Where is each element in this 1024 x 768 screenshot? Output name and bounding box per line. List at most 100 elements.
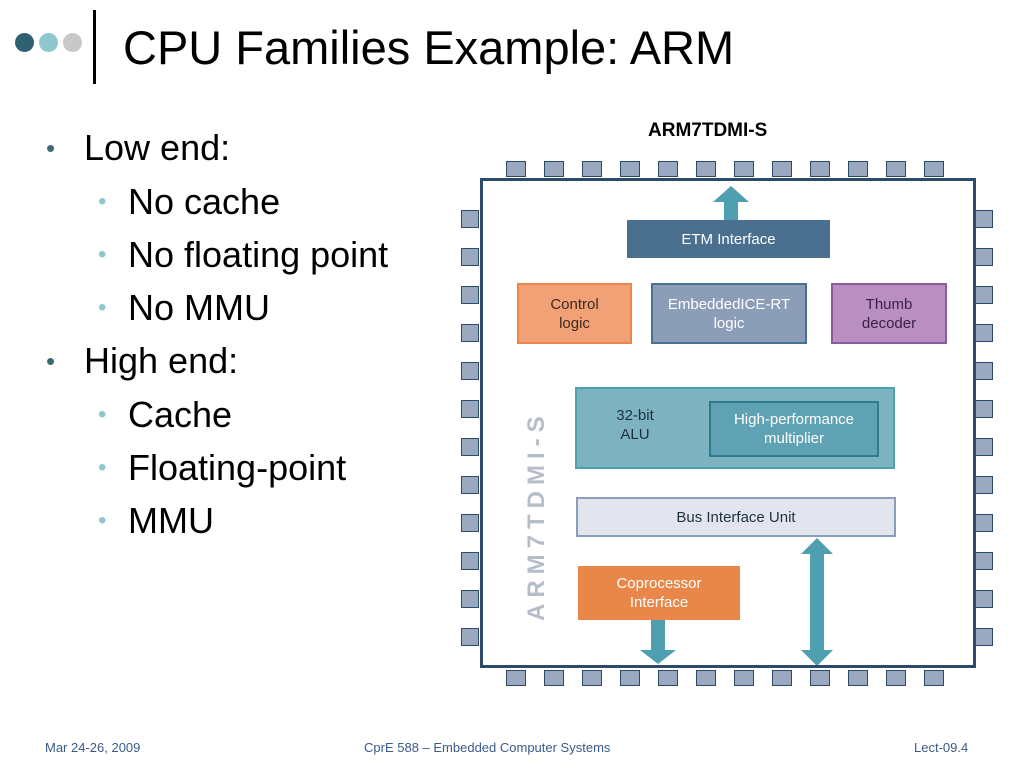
chip-pin	[810, 161, 830, 177]
footer-date: Mar 24-26, 2009	[45, 740, 141, 755]
control-logic-label-2: logic	[559, 314, 590, 332]
chip-pin	[975, 552, 993, 570]
coprocessor-down-arrow	[640, 620, 676, 664]
sub-bullet-dot: •	[98, 188, 107, 215]
bullet-text: Low end:	[84, 127, 231, 168]
logo-dots	[15, 33, 90, 55]
bullet-dot: •	[46, 346, 56, 376]
bus-interface-unit-block: Bus Interface Unit	[576, 497, 896, 537]
sub-bullet-text: Cache	[128, 394, 233, 435]
chip-pin	[886, 670, 906, 686]
chip-pin	[975, 210, 993, 228]
bus-bidirectional-arrow	[801, 538, 833, 665]
multiplier-label-1: High-performance	[733, 411, 855, 428]
chip-pin	[886, 161, 906, 177]
chip-pin	[975, 362, 993, 380]
chip-pin	[772, 670, 792, 686]
chip-pin	[461, 590, 479, 608]
chip-pin	[696, 161, 716, 177]
arrows-layer	[640, 186, 833, 665]
chip-pin	[810, 670, 830, 686]
thumb-decoder-block: Thumb decoder	[831, 283, 947, 344]
footer-lecture: Lect-09.4	[914, 740, 969, 755]
chip-pin	[975, 628, 993, 646]
chip-pin	[461, 324, 479, 342]
chip-pin	[848, 670, 868, 686]
sub-bullet-text: MMU	[128, 500, 214, 541]
chip-pin	[620, 161, 640, 177]
embeddedice-block: EmbeddedICE-RT logic	[651, 283, 807, 344]
chip-pin	[461, 628, 479, 646]
chip-diagram: ETM Interface Control logic EmbeddedICE-…	[458, 158, 995, 690]
chip-pin	[582, 670, 602, 686]
slide-title: CPU Families Example: ARM	[123, 21, 735, 74]
chip-pin	[620, 670, 640, 686]
etm-interface-block: ETM Interface	[627, 220, 830, 258]
bus-interface-unit-label: Bus Interface Unit	[676, 508, 796, 526]
chip-pin	[975, 248, 993, 266]
chip-pin	[658, 161, 678, 177]
alu-label-2: ALU	[620, 426, 650, 443]
dot-teal	[39, 33, 58, 52]
chip-pin	[506, 670, 526, 686]
chip-pin	[461, 476, 479, 494]
multiplier-label-2: multiplier	[763, 430, 824, 447]
chip-pin	[461, 286, 479, 304]
chip-pin	[461, 210, 479, 228]
chip-pin	[544, 161, 564, 177]
chip-pin	[772, 161, 792, 177]
chip-pin	[975, 286, 993, 304]
control-logic-label-1: Control	[550, 295, 599, 313]
sub-bullet-item: • MMU	[42, 498, 442, 551]
chip-pin	[506, 161, 526, 177]
sub-bullet-item: • Cache	[42, 392, 442, 445]
bullet-list: • Low end: • No cache • No floating point •…	[42, 125, 442, 551]
embeddedice-label-1: EmbeddedICE-RT	[667, 295, 791, 313]
chip-vertical-label: ARM7TDMI-S	[523, 410, 550, 621]
footer-course: CprE 588 – Embedded Computer Systems	[364, 740, 611, 755]
thumb-decoder-label-2: decoder	[861, 314, 917, 332]
bullet-dot: •	[46, 133, 56, 163]
chip-pin	[461, 438, 479, 456]
chip-pin	[461, 362, 479, 380]
sub-bullet-text: Floating-point	[128, 447, 347, 488]
chip-pin	[461, 400, 479, 418]
chip-pin	[975, 590, 993, 608]
chip-pin	[975, 514, 993, 532]
alu-label-1: 32-bit	[616, 407, 654, 424]
chip-pin	[461, 514, 479, 532]
chip-pin	[461, 248, 479, 266]
sub-bullet-dot: •	[98, 294, 107, 321]
title-divider	[93, 10, 96, 84]
sub-bullet-item: •No MMU	[42, 285, 442, 338]
coprocessor-label-2: Interface	[629, 594, 689, 611]
chip-pin	[734, 161, 754, 177]
control-logic-block: Control logic	[517, 283, 632, 344]
sub-bullet-item: • No floating point	[42, 232, 442, 285]
etm-interface-label: ETM Interface	[681, 230, 776, 248]
multiplier-block: High-performance multiplier	[709, 401, 879, 457]
chip-pin	[848, 161, 868, 177]
sub-bullet-dot: •	[98, 507, 107, 534]
embeddedice-label-2: logic	[713, 314, 745, 332]
sub-bullet-text: No cache	[128, 181, 281, 222]
sub-bullet-dot: •	[98, 241, 107, 268]
diagram-title: ARM7TDMI-S	[648, 120, 768, 141]
bullet-text: High end:	[84, 340, 239, 381]
dot-grey	[63, 33, 82, 52]
bullet-item: • High end:	[42, 338, 442, 392]
chip-pin	[544, 670, 564, 686]
bullet-item: • Low end:	[42, 125, 442, 179]
thumb-decoder-label-1: Thumb	[865, 295, 913, 313]
sub-bullet-dot: •	[98, 401, 107, 428]
chip-pin	[975, 476, 993, 494]
sub-bullet-text: No floating point	[128, 234, 389, 275]
chip-pin	[734, 670, 754, 686]
chip-pin	[975, 438, 993, 456]
chip-pin	[461, 552, 479, 570]
chip-pin	[924, 161, 944, 177]
dot-dark	[15, 33, 34, 52]
sub-bullet-item: •Floating-point	[42, 445, 442, 498]
chip-body: ETM Interface Control logic EmbeddedICE-…	[480, 178, 976, 668]
sub-bullet-item: • No cache	[42, 179, 442, 232]
